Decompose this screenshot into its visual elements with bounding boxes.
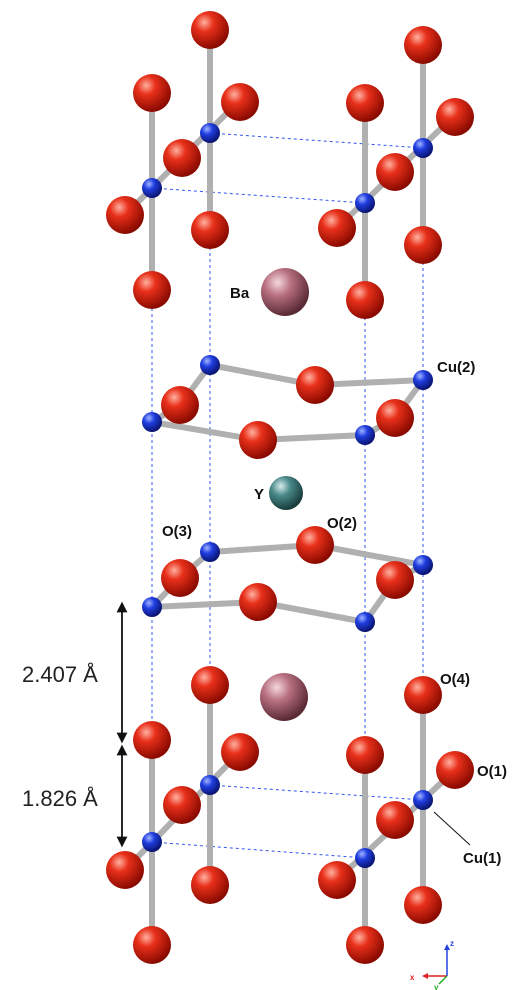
axis-triad: z x y [410, 939, 454, 990]
oxygen-atom [376, 801, 414, 839]
oxygen-atom [346, 281, 384, 319]
oxygen-atom [376, 399, 414, 437]
copper-atom [413, 555, 433, 575]
oxygen-atom [133, 271, 171, 309]
oxygen-atom [239, 583, 277, 621]
oxygen-atom [191, 866, 229, 904]
x-axis-head [422, 973, 428, 979]
oxygen-atom [191, 666, 229, 704]
atom-labels: Ba Cu(2) Y O(3) O(2) O(4) O(1) Cu(1) [162, 285, 507, 867]
y-axis [438, 975, 448, 985]
oxygen-atom [163, 139, 201, 177]
oxygen-atom [221, 733, 259, 771]
oxygen-atom [106, 851, 144, 889]
dimension-markers: 2.407 Å 1.826 Å [22, 601, 128, 848]
copper-atom [355, 193, 375, 213]
oxygen-atom [296, 526, 334, 564]
label-o4: O(4) [440, 671, 470, 688]
z-axis-label: z [450, 939, 454, 948]
oxygen-atom [436, 98, 474, 136]
oxygen-atom [191, 211, 229, 249]
copper-atom [413, 370, 433, 390]
copper-atom [355, 848, 375, 868]
oxygen-atom [163, 786, 201, 824]
oxygen-atom [376, 561, 414, 599]
oxygen-atom [346, 736, 384, 774]
x-axis-label: x [410, 973, 415, 982]
copper-atom [142, 412, 162, 432]
oxygen-atom [346, 84, 384, 122]
copper-atom [200, 775, 220, 795]
cu1-leader-line [433, 811, 471, 846]
oxygen-atom [133, 926, 171, 964]
label-o3: O(3) [162, 523, 192, 540]
z-axis-head [444, 944, 450, 950]
oxygen-atom [161, 559, 199, 597]
oxygen-atom [133, 721, 171, 759]
oxygen-atom [436, 751, 474, 789]
oxygen-atom [161, 386, 199, 424]
copper-atom [355, 425, 375, 445]
copper-atom [142, 832, 162, 852]
oxygen-atom [318, 209, 356, 247]
oxygen-atom [404, 26, 442, 64]
copper-atom [413, 138, 433, 158]
copper-atom [200, 123, 220, 143]
oxygen-atom [318, 861, 356, 899]
label-cu2: Cu(2) [437, 359, 475, 376]
label-ba: Ba [230, 285, 250, 302]
copper-atom [413, 790, 433, 810]
barium-atom [261, 268, 309, 316]
oxygen-atom [296, 366, 334, 404]
label-o1: O(1) [477, 763, 507, 780]
oxygen-atom [191, 11, 229, 49]
barium-atom [260, 673, 308, 721]
oxygen-atom [376, 153, 414, 191]
oxygen-atom [404, 226, 442, 264]
yttrium-atom [269, 476, 303, 510]
oxygen-atom [106, 196, 144, 234]
oxygen-atom [221, 83, 259, 121]
copper-atom [355, 612, 375, 632]
copper-atom [142, 597, 162, 617]
oxygen-atom [404, 886, 442, 924]
label-o2: O(2) [327, 515, 357, 532]
dimension-upper-value: 2.407 Å [22, 662, 98, 687]
oxygen-atom [239, 421, 277, 459]
atoms [106, 11, 474, 964]
copper-atom [200, 355, 220, 375]
label-cu1: Cu(1) [463, 850, 501, 867]
copper-atom [200, 542, 220, 562]
y-axis-label: y [434, 983, 439, 990]
oxygen-atom [133, 74, 171, 112]
label-y: Y [254, 486, 264, 503]
dimension-lower-value: 1.826 Å [22, 786, 98, 811]
oxygen-atom [404, 676, 442, 714]
oxygen-atom [346, 926, 384, 964]
copper-atom [142, 178, 162, 198]
